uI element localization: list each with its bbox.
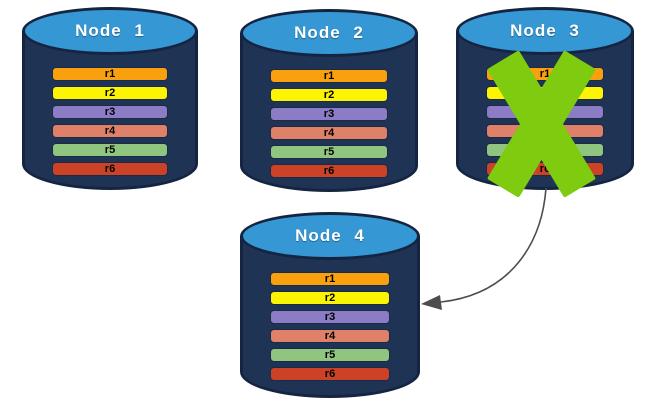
node-2-row-r1: r1	[270, 69, 388, 83]
node-2-label: Node 2	[294, 23, 364, 42]
node-1-cylinder-top: Node 1	[22, 7, 198, 55]
node-3-row-r2: r2	[486, 86, 604, 100]
node-4-rows: r1 r2 r3 r4 r5 r6	[270, 272, 390, 381]
node-1-row-r5: r5	[52, 143, 168, 157]
replication-arrow-line	[440, 187, 547, 303]
node-3-cylinder-top: Node 3	[456, 7, 634, 55]
node-1-label: Node 1	[75, 21, 145, 40]
node-3-row-r5: r5	[486, 143, 604, 157]
node-4-label: Node 4	[295, 226, 365, 245]
node-4-row-r3: r3	[270, 310, 390, 324]
node-2-rows: r1 r2 r3 r4 r5 r6	[270, 69, 388, 178]
node-3-row-r6: r6	[486, 162, 604, 176]
node-3-cylinder: Node 3 r1 r2 r3 r4 r5 r6	[456, 7, 634, 198]
node-2-row-r2: r2	[270, 88, 388, 102]
node-2-cylinder: Node 2 r1 r2 r3 r4 r5 r6	[240, 9, 418, 192]
node-4-row-r6: r6	[270, 367, 390, 381]
node-1-row-r2: r2	[52, 86, 168, 100]
node-1-row-r1: r1	[52, 67, 168, 81]
node-3-label: Node 3	[510, 21, 580, 40]
replication-arrow-head	[421, 295, 442, 310]
node-1-row-r6: r6	[52, 162, 168, 176]
node-1-row-r4: r4	[52, 124, 168, 138]
node-3-row-r3: r3	[486, 105, 604, 119]
node-3-rows: r1 r2 r3 r4 r5 r6	[486, 67, 604, 176]
node-2-cylinder-top: Node 2	[240, 9, 418, 57]
node-1-rows: r1 r2 r3 r4 r5 r6	[52, 67, 168, 176]
node-4-row-r2: r2	[270, 291, 390, 305]
node-4-row-r5: r5	[270, 348, 390, 362]
node-2-row-r4: r4	[270, 126, 388, 140]
node-4-row-r1: r1	[270, 272, 390, 286]
node-1-row-r3: r3	[52, 105, 168, 119]
node-2-row-r6: r6	[270, 164, 388, 178]
node-1-cylinder: Node 1 r1 r2 r3 r4 r5 r6	[22, 7, 198, 190]
node-3-row-r1: r1	[486, 67, 604, 81]
node-2-row-r5: r5	[270, 145, 388, 159]
node-2-row-r3: r3	[270, 107, 388, 121]
node-4-row-r4: r4	[270, 329, 390, 343]
node-4-cylinder: Node 4 r1 r2 r3 r4 r5 r6	[240, 212, 420, 398]
node-3-row-r4: r4	[486, 124, 604, 138]
node-4-cylinder-top: Node 4	[240, 212, 420, 260]
